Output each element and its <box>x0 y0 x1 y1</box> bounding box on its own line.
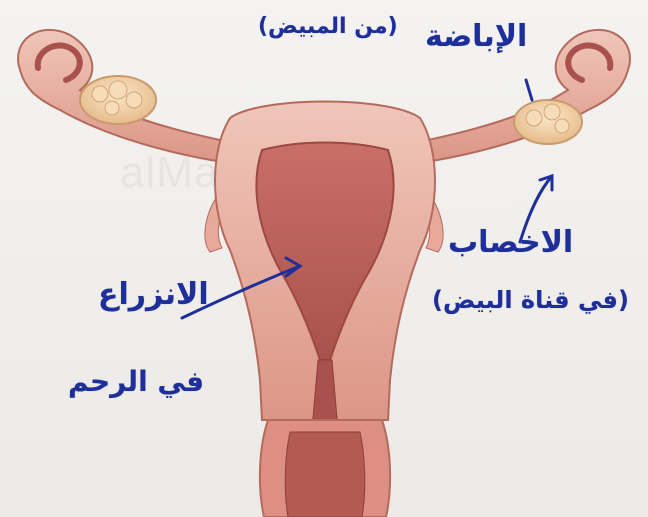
implantation-label: الانزراع <box>98 280 209 310</box>
ovulation-arrow <box>526 80 532 100</box>
ovulation-label: الإباضة <box>425 22 527 52</box>
ovary-note-label: (من المبيض) <box>258 16 398 38</box>
fertilization-label: الاخصاب <box>448 228 573 258</box>
fertilization-location-label: (في قناة البيض) <box>432 288 629 312</box>
implantation-location-label: في الرحم <box>68 368 204 396</box>
